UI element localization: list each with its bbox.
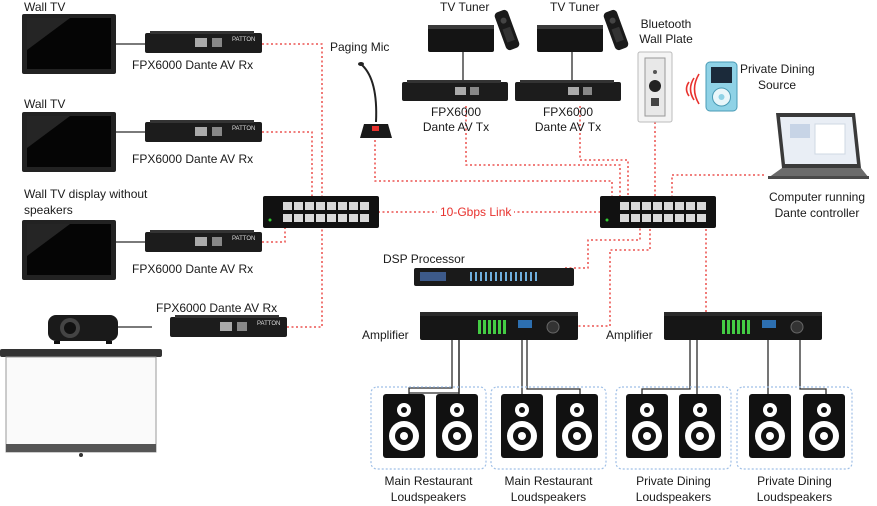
speaker bbox=[556, 394, 598, 458]
rx-unit-3 bbox=[145, 230, 262, 252]
wall-tv-3-label-line1: Wall TV display without bbox=[24, 187, 148, 201]
tx-1-label-line2: Dante AV Tx bbox=[422, 120, 490, 134]
tv-tuner-1 bbox=[428, 9, 520, 52]
bluetooth-label-line2: Wall Plate bbox=[639, 32, 693, 46]
projection-screen bbox=[0, 349, 162, 457]
speaker-group-1-label-line1: Main Restaurant bbox=[384, 474, 473, 488]
private-dining-source-label-line2: Source bbox=[758, 78, 797, 92]
bluetooth-label-line1: Bluetooth bbox=[640, 17, 692, 31]
private-dining-source-label-line1: Private Dining bbox=[740, 62, 815, 76]
speaker-group-3-label-line1: Private Dining bbox=[636, 474, 711, 488]
tx-1-label-line1: FPX6000 bbox=[430, 105, 482, 119]
speaker bbox=[436, 394, 478, 458]
paging-mic bbox=[358, 62, 392, 138]
speaker-group-3-label-line2: Loudspeakers bbox=[635, 490, 712, 504]
tx-unit-2 bbox=[515, 80, 621, 101]
rx-4-label: FPX6000 Dante AV Rx bbox=[156, 301, 278, 315]
loudspeakers bbox=[383, 394, 845, 458]
wall-tv-3 bbox=[22, 220, 116, 280]
wall-tv-2 bbox=[22, 112, 116, 172]
amplifier-2-label: Amplifier bbox=[606, 328, 653, 342]
10gbps-link-label: 10-Gbps Link bbox=[437, 205, 515, 219]
rx-unit-4 bbox=[170, 315, 287, 337]
computer-label-line1: Computer running bbox=[768, 190, 866, 204]
speaker bbox=[679, 394, 721, 458]
wireless-signal-icon bbox=[685, 73, 700, 105]
rx-2-label: FPX6000 Dante AV Rx bbox=[132, 152, 254, 166]
amplifier-1 bbox=[420, 312, 578, 340]
dsp-processor bbox=[414, 268, 574, 286]
dsp-processor-label: DSP Processor bbox=[383, 252, 465, 266]
speaker-group-2-label-line2: Loudspeakers bbox=[510, 490, 587, 504]
speaker bbox=[626, 394, 668, 458]
speaker bbox=[803, 394, 845, 458]
paging-mic-label: Paging Mic bbox=[330, 40, 390, 54]
wall-tv-1-label: Wall TV bbox=[24, 0, 66, 14]
brand-logo: PATTON bbox=[232, 126, 256, 132]
network-switch-left bbox=[263, 196, 379, 228]
rx-unit-2 bbox=[145, 120, 262, 142]
tx-unit-1 bbox=[402, 80, 508, 101]
speaker-group-4-label-line1: Private Dining bbox=[757, 474, 832, 488]
rx-1-label: FPX6000 Dante AV Rx bbox=[132, 58, 254, 72]
rx-unit-1 bbox=[145, 31, 262, 53]
brand-logo: PATTON bbox=[232, 37, 256, 43]
wall-tv-2-label: Wall TV bbox=[24, 97, 66, 111]
speaker-group-2-label-line1: Main Restaurant bbox=[504, 474, 593, 488]
tv-tuner-1-label: TV Tuner bbox=[440, 0, 490, 14]
tx-2-label-line1: FPX6000 bbox=[542, 105, 594, 119]
laptop-computer bbox=[768, 113, 869, 179]
speaker bbox=[749, 394, 791, 458]
bluetooth-wall-plate bbox=[637, 51, 673, 123]
wall-tv-3-label-line2: speakers bbox=[24, 203, 73, 217]
projector bbox=[48, 315, 118, 344]
rx-3-label: FPX6000 Dante AV Rx bbox=[132, 262, 254, 276]
amplifier-2 bbox=[664, 312, 822, 340]
computer-label-line2: Dante controller bbox=[774, 206, 860, 220]
speaker-group-1-label-line2: Loudspeakers bbox=[390, 490, 467, 504]
wall-tv-1 bbox=[22, 14, 116, 74]
tv-tuner-2-label: TV Tuner bbox=[550, 0, 600, 14]
tx-2-label-line2: Dante AV Tx bbox=[534, 120, 602, 134]
brand-logo: PATTON bbox=[232, 236, 256, 242]
speaker-group-4-label-line2: Loudspeakers bbox=[756, 490, 833, 504]
music-player-device bbox=[705, 61, 738, 112]
speaker bbox=[383, 394, 425, 458]
amplifier-1-label: Amplifier bbox=[362, 328, 409, 342]
brand-logo: PATTON bbox=[257, 321, 281, 327]
tv-tuner-2 bbox=[537, 9, 629, 52]
network-switch-right bbox=[600, 196, 716, 228]
speaker bbox=[501, 394, 543, 458]
